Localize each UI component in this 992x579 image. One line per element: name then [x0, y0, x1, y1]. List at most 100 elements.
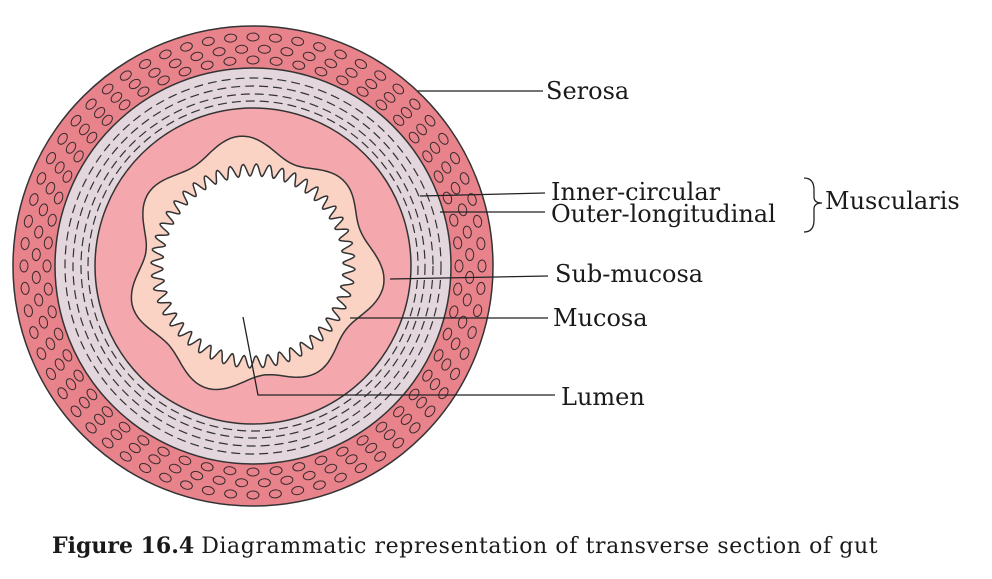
serosa-cell [200, 60, 214, 70]
serosa-cell [45, 151, 57, 165]
serosa-cell [392, 83, 405, 95]
serosa-cell [433, 170, 444, 183]
serosa-cell [70, 114, 82, 127]
serosa-cell [441, 358, 452, 371]
serosa-cell [291, 486, 305, 496]
serosa-cell [224, 489, 238, 499]
serosa-cell [392, 437, 405, 449]
serosa-cell [438, 132, 449, 145]
figure-number: Figure 16.4 [52, 533, 195, 559]
serosa-cell [424, 114, 436, 127]
serosa-cell [157, 75, 170, 86]
serosa-cell [476, 237, 486, 251]
serosa-cell [159, 472, 172, 483]
serosa-cell [409, 422, 421, 434]
serosa-cell [422, 150, 433, 163]
serosa-cell [257, 44, 271, 54]
serosa-cell [473, 304, 483, 318]
muscularis-fibres [64, 77, 442, 455]
serosa-cell [190, 51, 204, 62]
serosa-cell [280, 475, 294, 485]
serosa-cell [23, 214, 33, 228]
serosa-cell [180, 480, 193, 490]
serosa-cell [302, 470, 316, 481]
serosa-cell [29, 326, 39, 339]
muscle-fibre-ring [87, 100, 419, 432]
serosa-cell [54, 358, 65, 371]
serosa-cell [62, 170, 73, 183]
serosa-cell [101, 406, 113, 418]
serosa-cell [86, 131, 98, 144]
serosa-cell [137, 435, 150, 446]
serosa-cells [19, 32, 487, 500]
serosa-cell [159, 49, 172, 60]
serosa-cell [224, 33, 238, 43]
serosa-cell [365, 442, 378, 454]
inner-circular-label: Inner-circular [551, 178, 721, 206]
mucosa-label: Mucosa [553, 304, 648, 332]
serosa-cell [128, 442, 141, 454]
serosa-cell [223, 56, 237, 66]
serosa-cell [292, 462, 306, 472]
serosa-cell [246, 32, 260, 42]
sub-mucosa-leader [389, 275, 549, 280]
serosa-cell [34, 293, 44, 307]
serosa-cell [119, 451, 132, 462]
serosa-cell [268, 489, 282, 499]
serosa-cell [429, 378, 441, 391]
serosa-cell [477, 259, 487, 273]
serosa-cell [313, 480, 326, 490]
serosa-cell [137, 86, 150, 97]
serosa-cell [416, 123, 427, 136]
serosa-cell [476, 281, 486, 295]
serosa-cell [20, 281, 30, 295]
leader-lines [242, 90, 823, 396]
serosa-cell [383, 429, 396, 440]
serosa-cell [457, 315, 468, 329]
serosa-cell [47, 305, 57, 319]
serosa-cell [201, 486, 215, 496]
serosa-cell [73, 369, 84, 382]
serosa-cell [450, 181, 461, 195]
serosa-cell [94, 413, 106, 425]
serosa-cell [408, 131, 420, 144]
serosa-cell [54, 161, 65, 174]
serosa-cell [79, 396, 90, 409]
serosa-cell [235, 44, 249, 54]
serosa-cell [393, 114, 405, 126]
serosa-cell [408, 388, 420, 401]
serosa-cell [73, 150, 84, 163]
serosa-cell [138, 58, 152, 70]
serosa-cell [450, 337, 461, 351]
serosa-cell [268, 33, 282, 43]
serosa-cell [345, 454, 358, 465]
serosa-cell [459, 347, 470, 360]
serosa-cell [462, 225, 472, 239]
serosa-cell [314, 455, 328, 466]
figure-caption: Figure 16.4 Diagrammatic representation … [52, 533, 972, 559]
serosa-cell [62, 349, 73, 362]
serosa-cell [462, 293, 472, 307]
serosa-cell [42, 259, 52, 273]
serosa-cell [453, 236, 463, 250]
serosa-cell [45, 367, 57, 381]
serosa-cell [110, 429, 123, 440]
serosa-cell [43, 236, 53, 250]
serosa-cell [168, 58, 182, 69]
serosa-cell [70, 405, 82, 418]
serosa-cell [31, 248, 41, 262]
serosa-cell [409, 98, 421, 110]
serosa-label: Serosa [546, 77, 629, 105]
serosa-cell [334, 49, 347, 60]
muscle-fibre-ring [72, 85, 434, 447]
serosa-cell [422, 369, 433, 382]
serosa-cell [38, 315, 49, 329]
serosa-cell [65, 141, 77, 154]
serosa-cell [354, 462, 368, 474]
serosa-cell [473, 214, 483, 228]
serosa-cell [200, 462, 214, 472]
serosa-cell [65, 378, 77, 391]
serosa-cell [442, 327, 453, 341]
serosa-cell [36, 347, 47, 360]
